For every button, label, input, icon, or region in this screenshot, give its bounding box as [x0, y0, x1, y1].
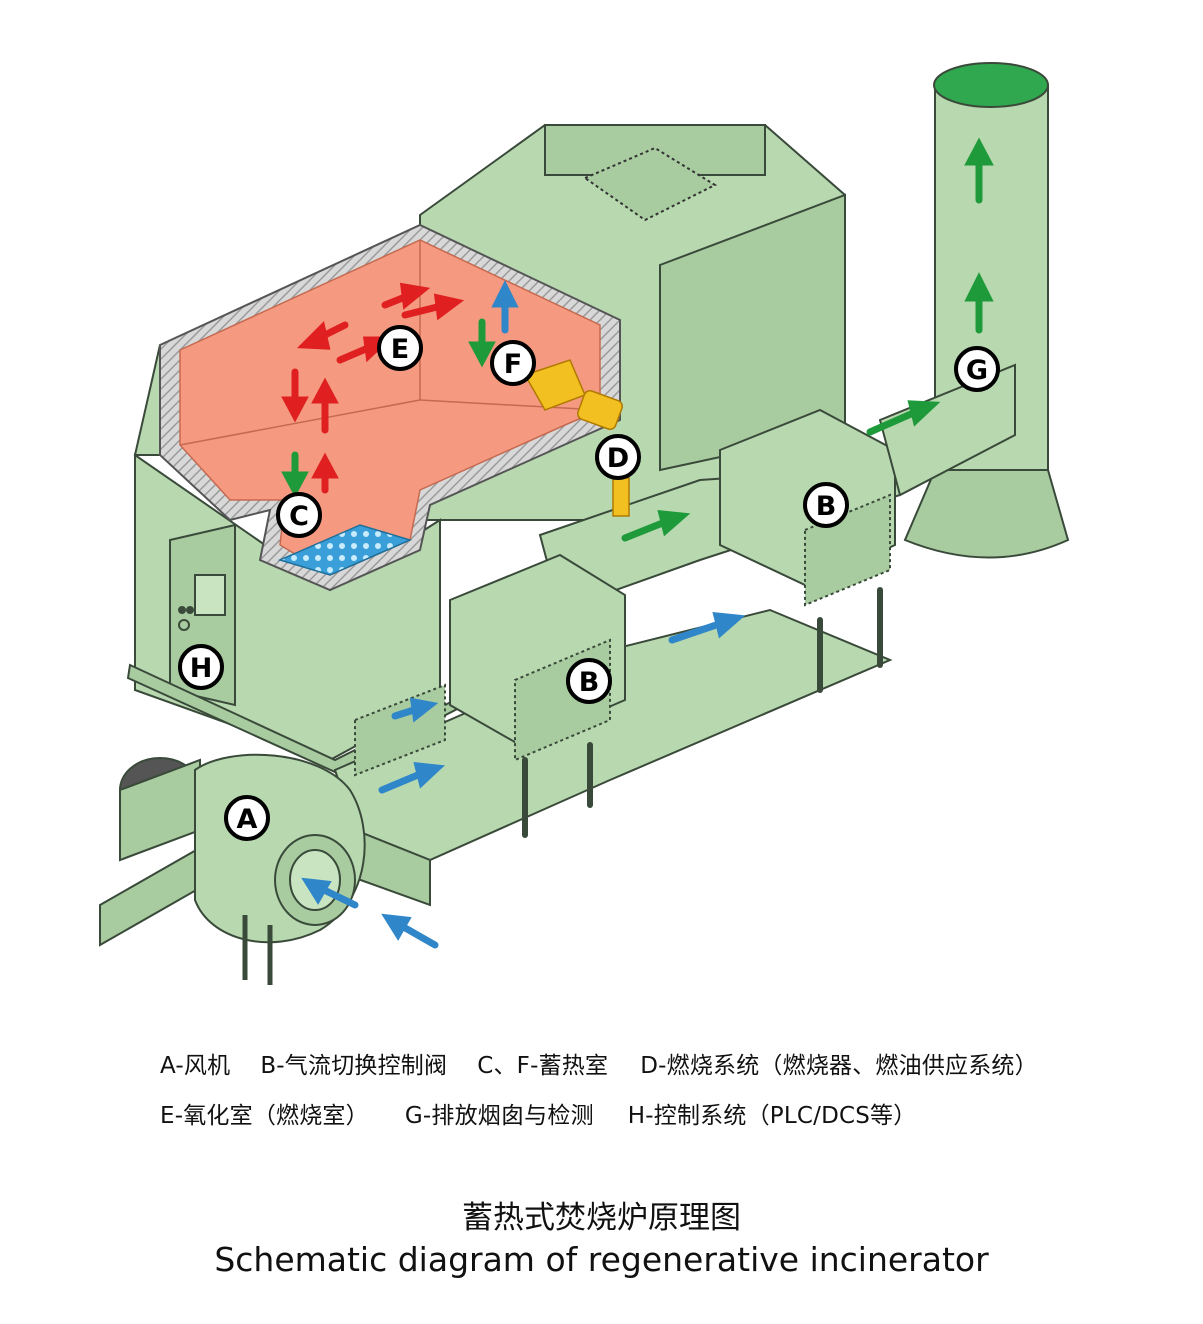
exhaust-stack — [878, 62, 1070, 559]
rto-diagram: A B B C D E F G H — [99, 62, 1070, 985]
caption-chinese: 蓄热式焚烧炉原理图 — [462, 1200, 741, 1236]
label-E: E — [377, 325, 423, 371]
legend-item-e: E-氧化室（燃烧室） — [160, 1103, 369, 1129]
label-B-upper: B — [803, 482, 849, 528]
flow-arrows — [281, 137, 994, 949]
label-D: D — [595, 434, 641, 480]
svg-text:F: F — [504, 349, 522, 380]
legend-line-1: A-风机 B-气流切换控制阀 C、F-蓄热室 D-燃烧系统（燃烧器、燃油供应系统） — [160, 1046, 1038, 1080]
legend-item-g: G-排放烟囱与检测 — [404, 1103, 594, 1129]
green-flow-arrows — [281, 137, 994, 542]
red-flow-arrows — [281, 282, 465, 494]
label-H: H — [178, 644, 224, 690]
legend-item-a: A-风机 — [160, 1053, 231, 1079]
svg-text:E: E — [391, 334, 409, 365]
label-C: C — [276, 492, 322, 538]
legend-item-h: H-控制系统（PLC/DCS等） — [627, 1103, 917, 1129]
label-B-lower: B — [566, 658, 612, 704]
ceramic-media-bed — [277, 524, 413, 576]
svg-text:C: C — [289, 501, 309, 532]
svg-text:D: D — [607, 443, 629, 474]
burner-assembly — [523, 359, 630, 517]
access-hatch — [582, 146, 718, 222]
legend-line-2: E-氧化室（燃烧室） G-排放烟囱与检测 H-控制系统（PLC/DCS等） — [160, 1096, 916, 1130]
combustion-chamber — [179, 239, 601, 576]
svg-text:A: A — [237, 804, 258, 835]
caption-english: Schematic diagram of regenerative incine… — [214, 1240, 989, 1279]
label-A: A — [224, 795, 270, 841]
legend-item-d: D-燃烧系统（燃烧器、燃油供应系统） — [640, 1053, 1038, 1079]
support-legs — [522, 587, 883, 838]
inlet-duct — [333, 608, 893, 907]
svg-text:B: B — [816, 491, 837, 522]
svg-text:B: B — [579, 667, 600, 698]
legend-item-b: B-气流切换控制阀 — [260, 1053, 448, 1079]
svg-text:G: G — [966, 355, 988, 386]
svg-text:H: H — [190, 653, 213, 684]
label-F: F — [490, 340, 536, 386]
legend-item-cf: C、F-蓄热室 — [477, 1053, 609, 1079]
blue-flow-arrows — [301, 280, 746, 949]
blower-fan — [99, 753, 366, 985]
label-G: G — [954, 346, 1000, 392]
